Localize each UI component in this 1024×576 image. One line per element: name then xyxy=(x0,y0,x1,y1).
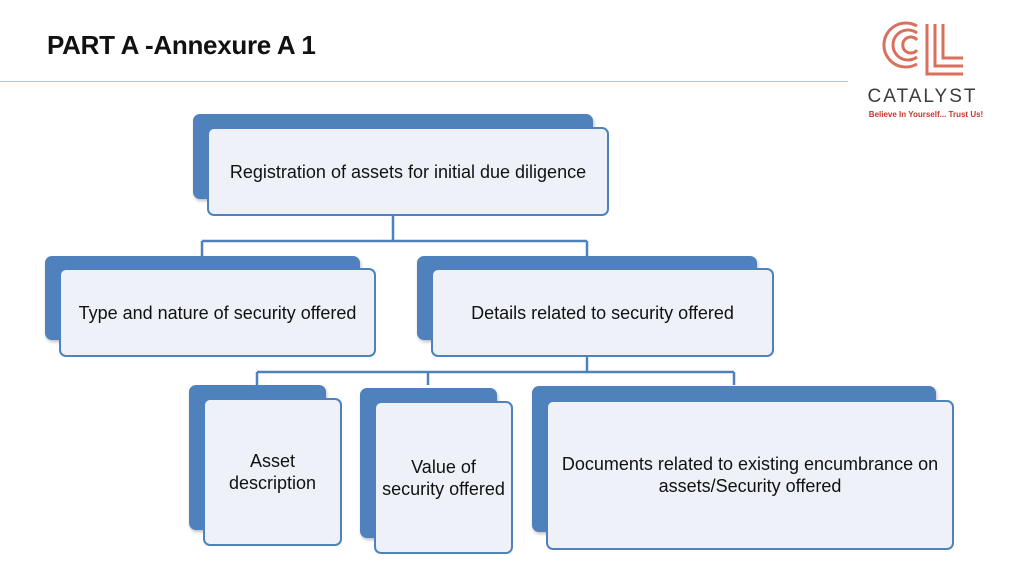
node-value-security-label: Value of security offered xyxy=(374,401,513,554)
node-registration-label: Registration of assets for initial due d… xyxy=(207,127,609,216)
catalyst-logo-mark-icon xyxy=(882,21,963,76)
catalyst-logo: CATALYST Believe In Yourself... Trust Us… xyxy=(855,16,1000,124)
logo-name: CATALYST xyxy=(867,86,978,107)
node-details-label: Details related to security offered xyxy=(431,268,774,357)
node-documents-label: Documents related to existing encumbranc… xyxy=(546,400,954,550)
title-divider xyxy=(0,81,848,82)
logo-tagline: Believe In Yourself... Trust Us! xyxy=(868,110,984,119)
page-title: PART A -Annexure A 1 xyxy=(47,30,316,60)
node-asset-description-label: Asset description xyxy=(203,398,342,546)
node-type-nature-label: Type and nature of security offered xyxy=(59,268,376,357)
